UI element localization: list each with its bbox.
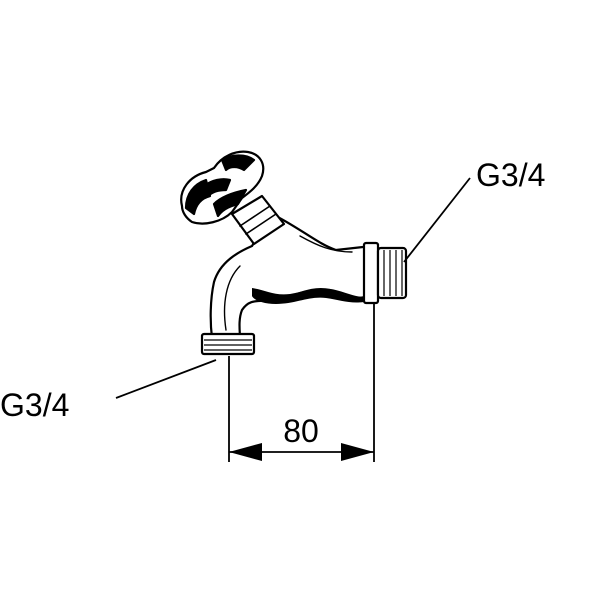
inlet-thread-fitting xyxy=(362,241,408,305)
inlet-thread-label: G3/4 xyxy=(476,157,545,193)
dimension-value-label: 80 xyxy=(283,413,319,449)
handle-grip-top xyxy=(220,154,256,172)
dimension-arrow-right xyxy=(341,443,374,461)
spout-highlight xyxy=(223,265,241,331)
outlet-thread xyxy=(200,332,256,356)
inlet-leader-line xyxy=(403,177,471,263)
handle-grip-center xyxy=(202,178,232,198)
valve-handle xyxy=(180,150,265,225)
valve-bonnet xyxy=(230,194,286,246)
inlet-thread xyxy=(376,246,408,300)
outlet-thread-label: G3/4 xyxy=(0,387,69,423)
handle-grip-right xyxy=(212,188,248,218)
outlet-leader-line xyxy=(115,359,217,399)
outlet-thread-fitting xyxy=(200,332,256,356)
body-top-highlight xyxy=(299,235,353,253)
inlet-hex-collar xyxy=(362,241,380,305)
tap-body xyxy=(209,212,374,340)
tap-body-outline xyxy=(209,212,374,340)
tap-body-underside-shade xyxy=(252,288,364,304)
dimension-arrow-left xyxy=(229,443,262,461)
